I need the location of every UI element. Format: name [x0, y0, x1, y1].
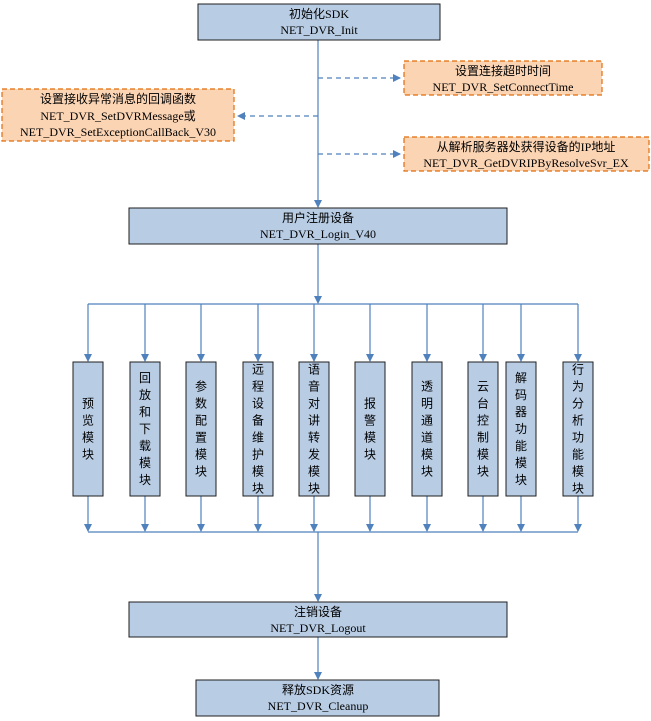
node-init-function: NET_DVR_Init — [280, 23, 358, 37]
module-list: 预览模块 回放和下载模块 参数配置模块 远程设备维护模块 语音对讲转发模块 报警模块 透明通… — [72, 361, 594, 497]
module-label: 报警模块 — [364, 396, 376, 462]
connectors — [88, 40, 578, 680]
module-label: 透明通道模块 — [421, 380, 433, 479]
module-box-1: 预览模块 — [72, 361, 104, 497]
module-box-2: 回放和下载模块 — [129, 361, 161, 497]
node-cleanup: 释放SDK资源 NET_DVR_Cleanup — [195, 679, 440, 717]
module-label: 远程设备维护模块 — [252, 363, 264, 496]
module-label: 语音对讲转发模块 — [308, 363, 320, 496]
module-box-6: 报警模块 — [354, 361, 386, 497]
node-login-title: 用户注册设备 — [282, 210, 354, 225]
module-box-5: 语音对讲转发模块 — [298, 361, 330, 497]
module-label: 解码器功能模块 — [515, 371, 527, 487]
node-exception-callback-title: 设置接收异常消息的回调函数 — [40, 91, 196, 106]
node-resolve-title: 从解析服务器处获得设备的IP地址 — [437, 139, 616, 154]
node-logout-function: NET_DVR_Logout — [270, 621, 366, 635]
node-exception-callback-function-1: NET_DVR_SetDVRMessage或 — [40, 109, 195, 123]
module-label: 参数配置模块 — [195, 379, 207, 479]
module-box-8: 云台控制模块 — [467, 361, 499, 497]
module-label: 云台控制模块 — [477, 380, 489, 479]
module-label: 预览模块 — [82, 397, 94, 462]
node-cleanup-title: 释放SDK资源 — [282, 682, 354, 697]
node-cleanup-function: NET_DVR_Cleanup — [268, 699, 369, 713]
module-box-10: 行为分析功能模块 — [562, 361, 594, 497]
module-box-3: 参数配置模块 — [185, 361, 217, 497]
module-box-4: 远程设备维护模块 — [242, 361, 274, 497]
node-resolve-function: NET_DVR_GetDVRIPByResolveSvr_EX — [423, 156, 629, 170]
module-box-9: 解码器功能模块 — [505, 361, 537, 497]
node-connect-time: 设置连接超时时间 NET_DVR_SetConnectTime — [403, 60, 603, 96]
node-resolve: 从解析服务器处获得设备的IP地址 NET_DVR_GetDVRIPByResol… — [403, 136, 650, 172]
node-init: 初始化SDK NET_DVR_Init — [197, 3, 441, 41]
node-connect-time-title: 设置连接超时时间 — [455, 63, 551, 78]
node-exception-callback: 设置接收异常消息的回调函数 NET_DVR_SetDVRMessage或 NET… — [1, 88, 235, 142]
module-label: 行为分析功能模块 — [572, 363, 584, 496]
module-label: 回放和下载模块 — [139, 371, 151, 487]
module-box-7: 透明通道模块 — [411, 361, 443, 497]
node-login: 用户注册设备 NET_DVR_Login_V40 — [128, 207, 508, 245]
node-logout: 注销设备 NET_DVR_Logout — [128, 601, 508, 638]
node-connect-time-function: NET_DVR_SetConnectTime — [433, 80, 574, 94]
node-login-function: NET_DVR_Login_V40 — [260, 227, 376, 241]
node-exception-callback-function-2: NET_DVR_SetExceptionCallBack_V30 — [20, 125, 216, 139]
module-connectors — [84, 304, 582, 532]
node-logout-title: 注销设备 — [294, 604, 342, 619]
node-init-title: 初始化SDK — [289, 7, 349, 21]
